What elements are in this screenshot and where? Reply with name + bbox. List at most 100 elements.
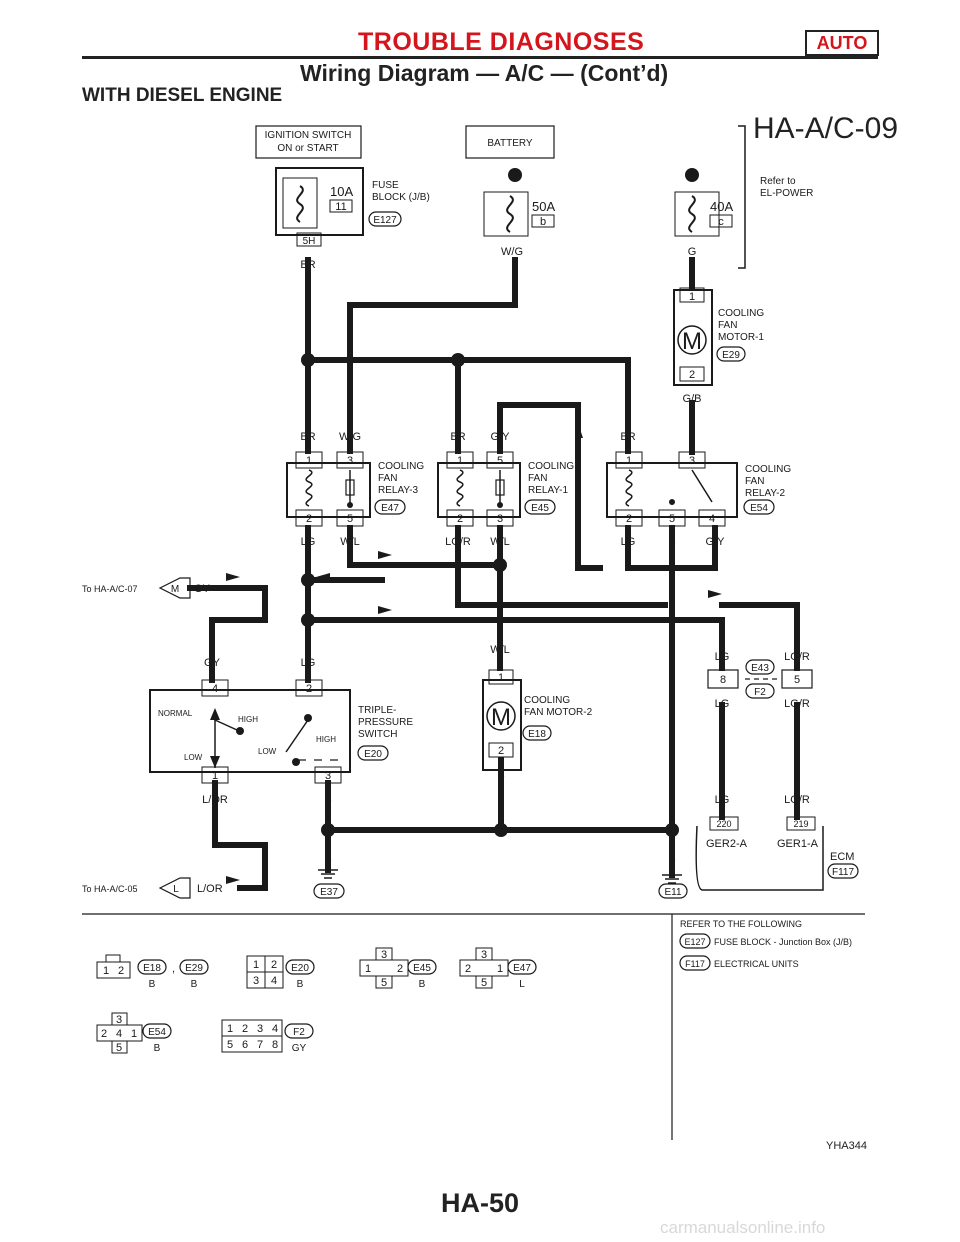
cf-e18-label: E18 <box>143 963 161 974</box>
e47-label: E47 <box>381 503 399 514</box>
cf-f2-pin-7: 7 <box>257 1039 263 1051</box>
cf-f2-pin-3: 3 <box>257 1023 263 1035</box>
motor-1-pin-2: 2 <box>689 369 695 381</box>
cf-e45-pin-2: 2 <box>397 963 403 975</box>
motor-1-label-3: MOTOR-1 <box>718 332 764 343</box>
relay-2-label-2: FAN <box>745 476 764 487</box>
e43-pin-8: 8 <box>720 674 726 686</box>
relay-1-pin-3: 3 <box>497 513 503 525</box>
tps-low-2: LOW <box>258 747 277 756</box>
refer-el-1: Refer to <box>760 176 796 187</box>
wire-gy-out: GY <box>194 583 211 595</box>
tps-pin-3: 3 <box>325 770 331 782</box>
f2-label: F2 <box>754 687 766 698</box>
motor-1-label-2: FAN <box>718 320 737 331</box>
cf-f2-pin-4: 4 <box>272 1023 278 1035</box>
wire-lgr-e43: LG/R <box>784 651 810 663</box>
tps-label-3: SWITCH <box>358 729 397 740</box>
relay-1-pin-5: 5 <box>497 455 503 467</box>
relay-2-label-3: RELAY-2 <box>745 488 785 499</box>
tps-label-1: TRIPLE- <box>358 705 396 716</box>
relay-2-label-1: COOLING <box>745 464 791 475</box>
cf-e29-color: B <box>191 979 198 990</box>
diagram-id: HA-A/C-09 <box>753 112 899 145</box>
cf-e47-pin-2: 2 <box>465 963 471 975</box>
wire-gb: G/B <box>683 393 702 405</box>
relay-1-pin-1: 1 <box>457 455 463 467</box>
e45-label: E45 <box>531 503 549 514</box>
refer-e127: E127 <box>684 937 705 947</box>
motor-1-label-1: COOLING <box>718 308 764 319</box>
wire-lgr-f2: LG/R <box>784 698 810 710</box>
relay-1-pin-2: 2 <box>457 513 463 525</box>
cf-e47-label: E47 <box>513 963 531 974</box>
fuse-50a: 50A <box>532 199 555 214</box>
wire-wg-top: W/G <box>501 246 523 258</box>
cf-f2-pin-5: 5 <box>227 1039 233 1051</box>
wire-br-r2: BR <box>620 431 635 443</box>
motor-2-label-1: COOLING <box>524 695 570 706</box>
ecm-outline <box>695 825 824 891</box>
cf-e20-pin-1: 1 <box>253 959 259 971</box>
cf-e54-pin-4: 4 <box>116 1028 122 1040</box>
cf-e18-pin-2: 2 <box>118 965 124 977</box>
battery-box <box>465 125 555 159</box>
relay-2-pin-2: 2 <box>626 513 632 525</box>
ger1a-label: GER1-A <box>777 838 819 850</box>
cf-e45-pin-3: 3 <box>381 949 387 961</box>
relay-2-pin-1: 1 <box>626 455 632 467</box>
relay-3-label-3: RELAY-3 <box>378 485 418 496</box>
cf-e45-pin-1: 1 <box>365 963 371 975</box>
wire-wl-r1: W/L <box>490 536 510 548</box>
cf-e20-pin-3: 3 <box>253 975 259 987</box>
relay-2-pin-4: 4 <box>709 513 715 525</box>
tps-low-1: LOW <box>184 753 203 762</box>
tps-pin-4: 4 <box>212 683 218 695</box>
cf-e20-label: E20 <box>291 963 309 974</box>
cf-e54-pin-5: 5 <box>116 1042 122 1054</box>
ecm-pin-220: 220 <box>716 819 731 829</box>
wire-lg-r3: LG <box>301 536 316 548</box>
e43-label: E43 <box>751 663 769 674</box>
conn-m-flag: M <box>171 584 179 595</box>
watermark: carmanualsonline.info <box>660 1218 826 1237</box>
cf-e47-pin-3: 3 <box>481 949 487 961</box>
wire-lgr-r1: LG/R <box>445 536 471 548</box>
tps-label-2: PRESSURE <box>358 717 413 728</box>
relay-2-pin-3: 3 <box>689 455 695 467</box>
tps-pin-1: 1 <box>212 770 218 782</box>
page-number: HA-50 <box>440 1188 520 1218</box>
figure-code: YHA344 <box>826 1140 867 1152</box>
header-rule <box>82 56 878 59</box>
wire-lor-tps: L/OR <box>202 794 228 806</box>
relay-3-label-2: FAN <box>378 473 397 484</box>
relay-3-pin-2: 2 <box>306 513 312 525</box>
wire-wl-r3: W/L <box>340 536 360 548</box>
page-subtitle: Wiring Diagram — A/C — (Cont’d) <box>300 60 669 86</box>
wire-br-top: BR <box>300 259 315 271</box>
cooling-fan-relay-3-box <box>286 462 371 518</box>
cf-e20-color: B <box>297 979 304 990</box>
wire-wg-r3: W/G <box>339 431 361 443</box>
auto-badge: AUTO <box>805 30 879 56</box>
e127-label: E127 <box>373 215 397 226</box>
tps-high-2: HIGH <box>316 735 336 744</box>
ecm-label: ECM <box>830 851 854 863</box>
fuse-b: b <box>540 216 546 228</box>
fuse-5h: 5H <box>303 236 316 247</box>
relay-1-label-3: RELAY-1 <box>528 485 568 496</box>
wire-lg-e43: LG <box>715 651 730 663</box>
motor-2-pin-1: 1 <box>498 672 504 684</box>
cf-e20-pin-2: 2 <box>271 959 277 971</box>
fuse-c: c <box>718 216 724 228</box>
battery-label: BATTERY <box>487 138 533 149</box>
cf-e54-pin-2: 2 <box>101 1028 107 1040</box>
wire-b-r2: B <box>668 536 675 548</box>
page-header-title: TROUBLE DIAGNOSES <box>358 28 645 56</box>
fuse-40a: 40A <box>710 199 733 214</box>
wire-b-e11: B <box>668 853 675 865</box>
wire-wl-m2: W/L <box>490 644 510 656</box>
cf-f2-color: GY <box>292 1043 307 1054</box>
wire-br-r3: BR <box>300 431 315 443</box>
